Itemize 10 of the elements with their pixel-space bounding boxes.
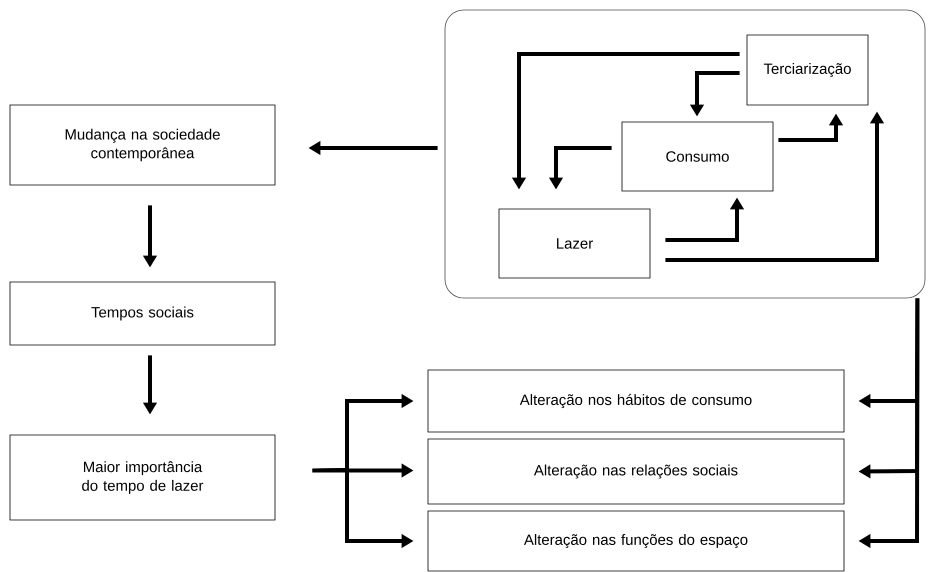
process-box: Maior importância do tempo de lazer bbox=[10, 434, 276, 520]
process-box: Terciarização bbox=[746, 34, 868, 106]
process-box: Alteração nas relações sociais bbox=[428, 438, 844, 504]
process-box: Consumo bbox=[622, 122, 774, 192]
process-box: Alteração nos hábitos de consumo bbox=[428, 370, 844, 432]
process-box: Mudança na sociedade contemporânea bbox=[10, 104, 276, 186]
process-box: Lazer bbox=[498, 208, 650, 278]
process-box: Tempos sociais bbox=[10, 282, 276, 346]
process-box: Alteração nas funções do espaço bbox=[428, 510, 844, 572]
group-box bbox=[444, 10, 926, 298]
